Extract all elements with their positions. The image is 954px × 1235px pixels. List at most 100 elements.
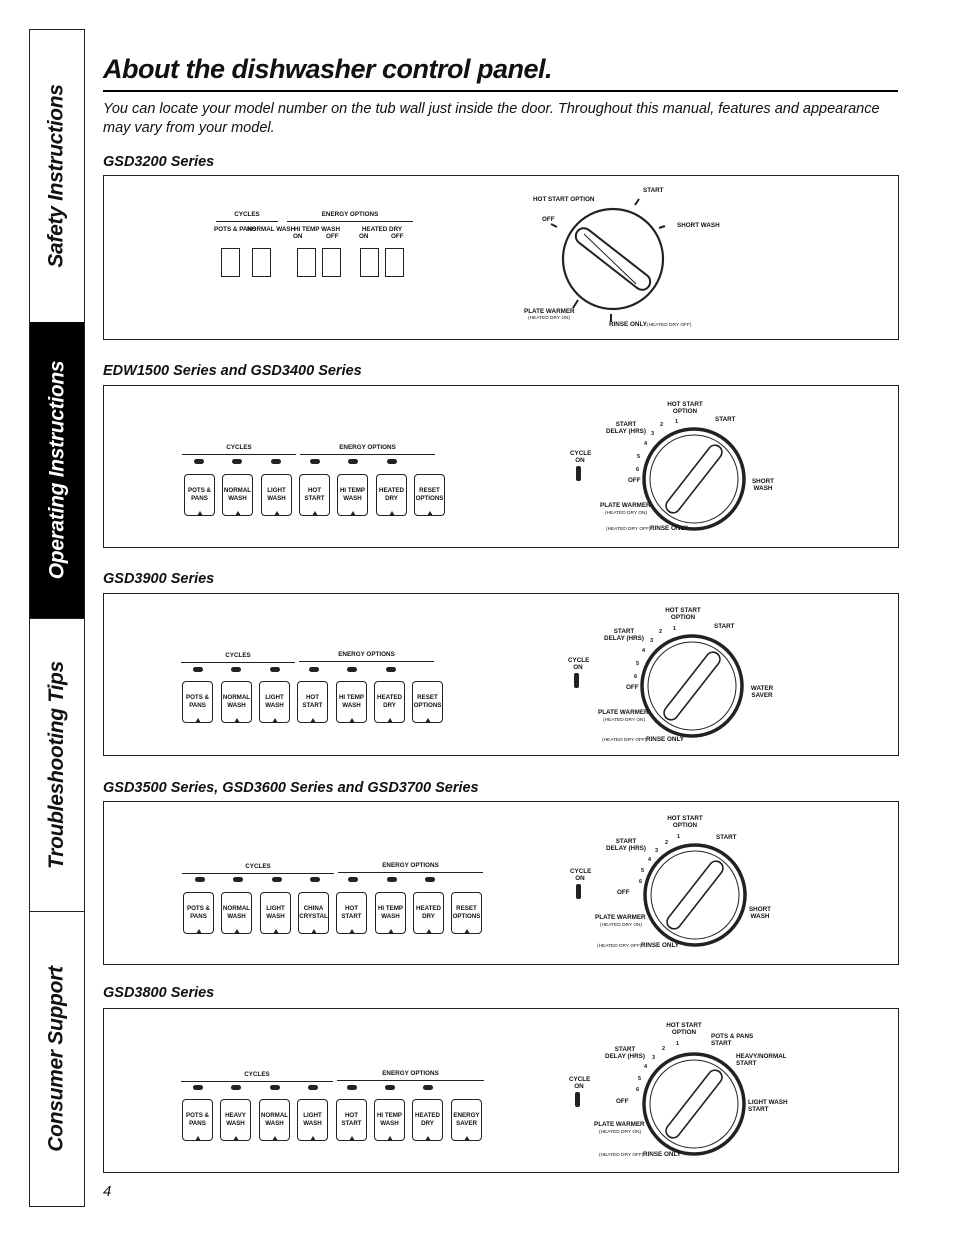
cycle-on-indicator	[576, 884, 581, 899]
status-led	[387, 877, 397, 882]
tab-operating-instructions[interactable]: Operating Instructions	[30, 322, 84, 619]
delay-5: 5	[638, 1076, 642, 1082]
tab-consumer-support[interactable]: Consumer Support	[30, 911, 84, 1206]
delay-3: 3	[650, 638, 654, 644]
pots-pans-button[interactable]: POTS & PANS	[182, 1099, 213, 1141]
page-title: About the dishwasher control panel.	[103, 54, 553, 84]
rinse-only-label: RINSE ONLY	[646, 736, 684, 743]
hot-start-option-label: HOT START OPTION	[665, 607, 701, 621]
energy-options-group-label: ENERGY OPTIONS	[300, 444, 435, 455]
tab-troubleshooting-tips[interactable]: Troubleshooting Tips	[30, 618, 84, 912]
cycle-dial[interactable]	[641, 1051, 747, 1157]
tab-label: Troubleshooting Tips	[45, 660, 69, 869]
off-label: OFF	[616, 1098, 629, 1105]
panel-gsd3800: CYCLES ENERGY OPTIONS POTS & PANS HEAVY …	[103, 1008, 899, 1173]
status-led	[386, 667, 396, 672]
pots-pans-button[interactable]: POTS & PANS	[183, 892, 214, 934]
hi-temp-wash-off-button[interactable]	[322, 248, 341, 277]
normal-wash-button[interactable]: NORMAL WASH	[221, 892, 252, 934]
start-label: START	[643, 187, 664, 194]
hot-start-button[interactable]: HOT START	[297, 681, 328, 723]
hi-temp-wash-button[interactable]: HI TEMP WASH	[337, 474, 368, 516]
plate-warmer-label: PLATE WARMER	[524, 308, 575, 315]
light-wash-button[interactable]: LIGHT WASH	[260, 892, 291, 934]
cycle-dial[interactable]	[560, 206, 666, 312]
reset-options-button[interactable]: RESET OPTIONS	[414, 474, 445, 516]
energy-options-group-label: ENERGY OPTIONS	[337, 1070, 484, 1081]
hi-temp-wash-button[interactable]: HI TEMP WASH	[374, 1099, 405, 1141]
hot-start-button[interactable]: HOT START	[336, 892, 367, 934]
hot-start-option-label: HOT START OPTION	[533, 196, 595, 203]
tab-safety-instructions[interactable]: Safety Instructions	[30, 30, 84, 323]
start-delay-label: START DELAY (HRS)	[606, 421, 646, 435]
status-led	[231, 667, 241, 672]
heated-dry-off-button[interactable]	[385, 248, 404, 277]
normal-wash-button[interactable]	[252, 248, 271, 277]
light-wash-button[interactable]: LIGHT WASH	[259, 681, 290, 723]
tab-label: Operating Instructions	[45, 360, 68, 580]
heated-dry-off-note: (HEATED DRY OFF)	[647, 323, 692, 328]
light-wash-button[interactable]: LIGHT WASH	[261, 474, 292, 516]
heavy-normal-start-label: HEAVY/NORMAL START	[736, 1053, 787, 1067]
hot-start-button[interactable]: HOT START	[336, 1099, 367, 1141]
status-led	[231, 1085, 241, 1090]
hi-temp-wash-button[interactable]: HI TEMP WASH	[336, 681, 367, 723]
plate-warmer-label: PLATE WARMER	[600, 502, 651, 509]
heated-dry-button[interactable]: HEATED DRY	[412, 1099, 443, 1141]
normal-wash-button[interactable]: NORMAL WASH	[259, 1099, 290, 1141]
status-led	[270, 667, 280, 672]
tab-label: Consumer Support	[45, 965, 68, 1152]
status-led	[233, 877, 243, 882]
status-led	[425, 877, 435, 882]
cycle-dial[interactable]	[641, 426, 747, 532]
heated-dry-button[interactable]: HEATED DRY	[376, 474, 407, 516]
energy-option-label: HEATED DRY	[361, 226, 403, 233]
rinse-only-label: RINSE ONLY	[643, 1151, 681, 1158]
delay-4: 4	[644, 1064, 648, 1070]
delay-4: 4	[644, 441, 648, 447]
cycles-group-label: CYCLES	[216, 211, 278, 222]
energy-saver-button[interactable]: ENERGY SAVER	[451, 1099, 482, 1141]
cycles-group-label: CYCLES	[181, 1071, 333, 1082]
cycle-dial[interactable]	[639, 633, 745, 739]
heavy-wash-button[interactable]: HEAVY WASH	[220, 1099, 251, 1141]
cycle-dial[interactable]	[642, 842, 748, 948]
status-led	[195, 877, 205, 882]
hot-start-option-label: HOT START OPTION	[667, 815, 703, 829]
energy-options-group-label: ENERGY OPTIONS	[338, 862, 483, 873]
pots-pans-button[interactable]	[221, 248, 240, 277]
page-number: 4	[103, 1183, 112, 1200]
reset-options-button[interactable]: RESET OPTIONS	[451, 892, 482, 934]
hi-temp-wash-on-button[interactable]	[297, 248, 316, 277]
reset-options-button[interactable]: RESET OPTIONS	[412, 681, 443, 723]
start-label: START	[716, 834, 737, 841]
heated-dry-on-note: (HEATED DRY ON)	[600, 923, 643, 928]
pots-pans-button[interactable]: POTS & PANS	[182, 681, 213, 723]
dial-pointer	[583, 233, 637, 285]
side-tabs: Safety Instructions Operating Instructio…	[29, 29, 85, 1207]
off-label: OFF	[391, 233, 404, 240]
normal-wash-button[interactable]: NORMAL WASH	[221, 681, 252, 723]
heated-dry-button[interactable]: HEATED DRY	[374, 681, 405, 723]
pots-pans-button[interactable]: POTS & PANS	[184, 474, 215, 516]
status-led	[194, 459, 204, 464]
delay-3: 3	[655, 848, 659, 854]
heated-dry-on-button[interactable]	[360, 248, 379, 277]
status-led	[423, 1085, 433, 1090]
china-crystal-button[interactable]: CHINA CRYSTAL	[298, 892, 329, 934]
cycle-on-label: CYCLE ON	[568, 657, 590, 671]
start-delay-label: START DELAY (HRS)	[604, 628, 644, 642]
cycles-group-label: CYCLES	[182, 444, 296, 455]
delay-5: 5	[641, 868, 645, 874]
heated-dry-button[interactable]: HEATED DRY	[413, 892, 444, 934]
status-led	[309, 667, 319, 672]
delay-6: 6	[636, 1087, 640, 1093]
light-wash-button[interactable]: LIGHT WASH	[297, 1099, 328, 1141]
heated-dry-on-note: (HEATED DRY ON)	[605, 511, 648, 516]
hi-temp-wash-button[interactable]: HI TEMP WASH	[375, 892, 406, 934]
section-title-edw1500: EDW1500 Series and GSD3400 Series	[103, 363, 362, 379]
normal-wash-button[interactable]: NORMAL WASH	[222, 474, 253, 516]
heated-dry-off-note: (HEATED DRY OFF)	[602, 738, 647, 743]
hot-start-button[interactable]: HOT START	[299, 474, 330, 516]
delay-5: 5	[636, 661, 640, 667]
